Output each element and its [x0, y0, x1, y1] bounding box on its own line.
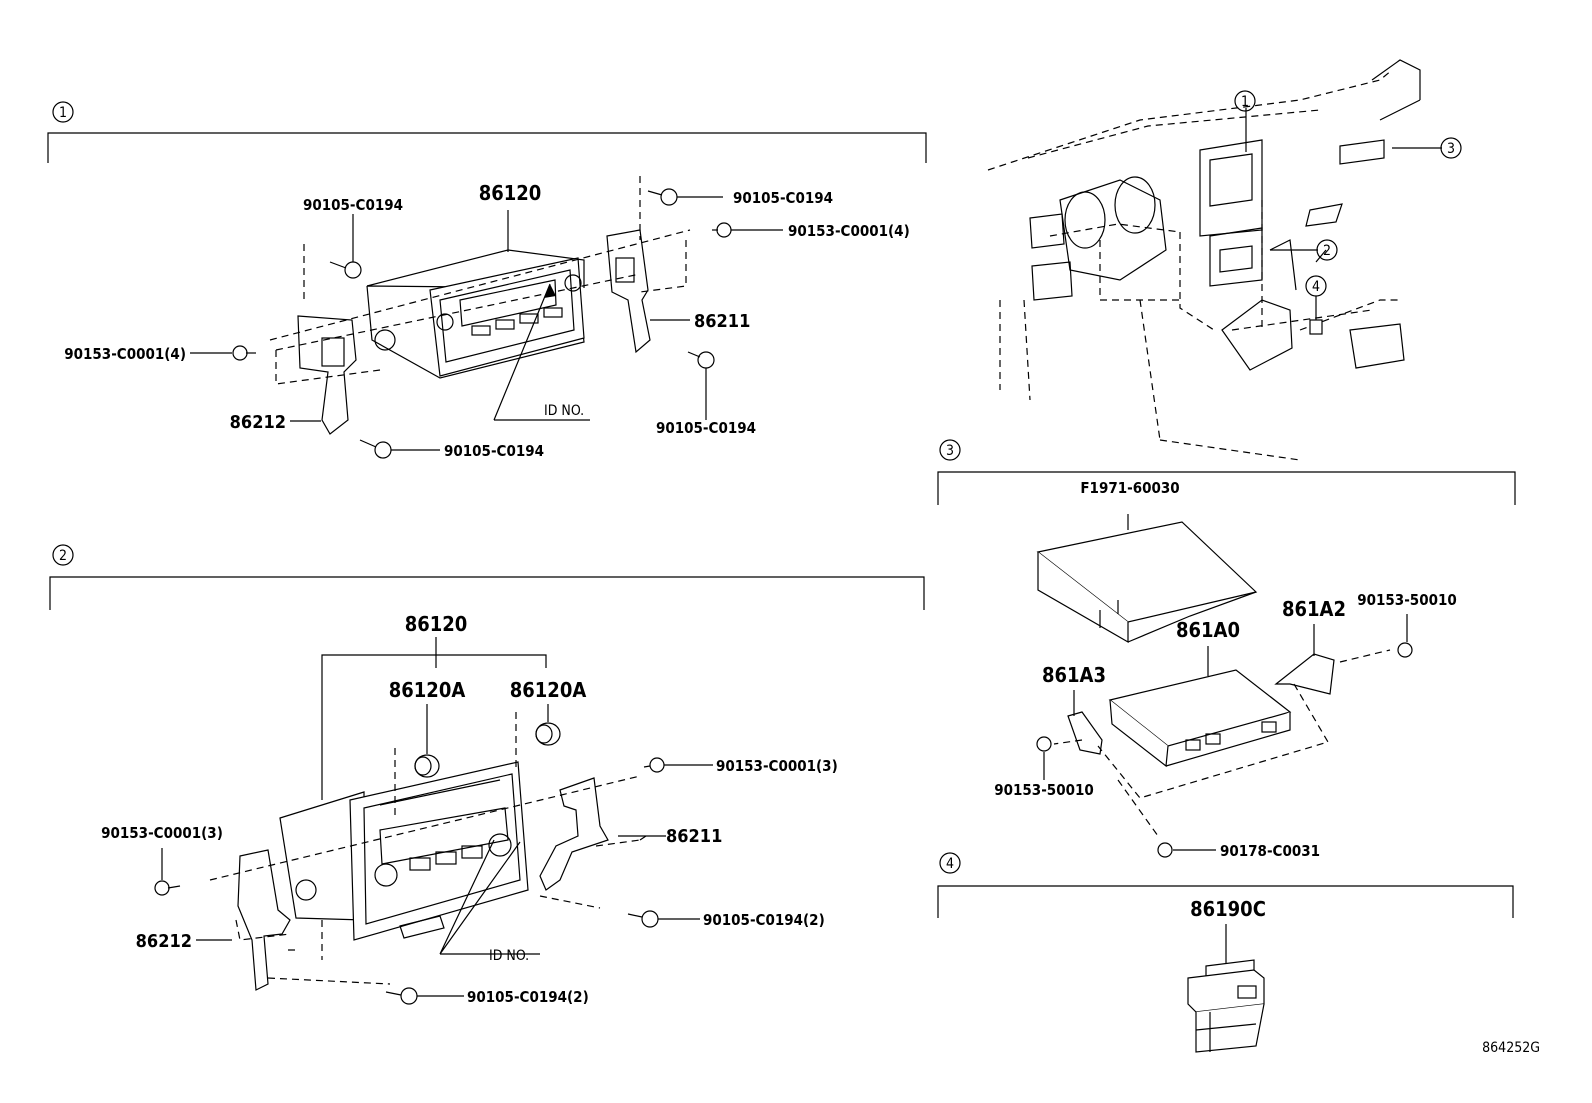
label-radio-1: 86120: [479, 181, 542, 205]
fastener-bolt-top-right-1: [647, 188, 678, 206]
label-nut-left-2: 90153-C0001(3): [101, 824, 223, 842]
section-4-number: 4: [946, 856, 954, 872]
label-cover-3: F1971-60030: [1080, 479, 1179, 497]
section-3-number: 3: [946, 443, 954, 459]
section-4-marker: [939, 852, 961, 874]
radio-unit-1: [366, 249, 585, 379]
label-knob-left-2: 86120A: [389, 678, 466, 702]
overview-callout-2: 2: [1270, 239, 1338, 261]
fastener-bolt-bottom-2: [385, 987, 418, 1005]
section-2-number: 2: [59, 548, 67, 564]
bracket-left-3: [1067, 711, 1103, 755]
label-bolt-top-left-1: 90105-C0194: [303, 196, 403, 214]
label-unit-3: 861A0: [1176, 618, 1240, 642]
svg-text:1: 1: [1241, 94, 1249, 110]
bracket-right-3: [1274, 653, 1335, 695]
svg-text:3: 3: [1447, 141, 1455, 157]
label-knob-right-2: 86120A: [510, 678, 587, 702]
label-nut-right-2: 90153-C0001(3): [716, 757, 838, 775]
label-bolt-bottom-left-1: 90105-C0194: [444, 442, 544, 460]
label-clip-3: 90178-C0031: [1220, 842, 1320, 860]
overview-callout-4: 4: [1305, 275, 1327, 320]
fastener-nut-right-3: [1397, 642, 1413, 658]
label-bracket-left-1: 86212: [230, 412, 286, 433]
section-2: 2: [49, 544, 925, 1006]
overview-callout-3: 3: [1392, 137, 1462, 159]
diagram-code: 864252G: [1482, 1040, 1540, 1056]
label-radio-2: 86120: [405, 612, 468, 636]
label-nut-right-3: 90153-50010: [1357, 591, 1457, 609]
label-bracket-right-2: 86211: [666, 826, 722, 847]
label-bolt-bottom-2: 90105-C0194(2): [467, 988, 589, 1006]
bracket-left-2: [237, 849, 291, 991]
label-nut-right-1: 90153-C0001(4): [788, 222, 910, 240]
fastener-bolt-top-left-1: [329, 261, 362, 279]
fastener-nut-left-3: [1036, 736, 1052, 752]
label-bracket-right-3: 861A2: [1282, 597, 1346, 621]
section-3-marker: [939, 439, 961, 461]
label-bracket-left-2: 86212: [136, 931, 192, 952]
knob-right-2: [535, 722, 561, 746]
svg-text:2: 2: [1323, 243, 1331, 259]
fastener-nut-left-1: [232, 345, 256, 361]
label-bolt-right-2: 90105-C0194(2): [703, 911, 825, 929]
section-3: 3 F1971-60030 861A0: [937, 439, 1516, 860]
id-no-pointer-2: [439, 839, 540, 955]
fastener-bolt-bottom-left-1: [359, 439, 392, 459]
switch-part-4: [1187, 959, 1265, 1053]
radio-unit-2: [279, 761, 529, 941]
label-id-no-1: ID NO.: [544, 403, 584, 419]
group-bracket-2: [321, 637, 547, 800]
overview-callout-1: 1: [1234, 90, 1256, 112]
label-nut-left-1: 90153-C0001(4): [64, 345, 186, 363]
label-bracket-left-3: 861A3: [1042, 663, 1106, 687]
fastener-bolt-bottom-right-1: [687, 351, 715, 369]
fastener-clip-3: [1157, 842, 1173, 858]
label-nut-left-3: 90153-50010: [994, 781, 1094, 799]
section-2-marker: [52, 544, 74, 566]
label-bolt-bottom-right-1: 90105-C0194: [656, 419, 756, 437]
bracket-right-1: [606, 229, 651, 354]
label-bolt-top-right-1: 90105-C0194: [733, 189, 833, 207]
fastener-bolt-right-2: [627, 910, 659, 928]
section-3-bracket: [937, 471, 1516, 505]
fastener-nut-left-2: [154, 880, 181, 896]
fastener-nut-right-1: [712, 222, 732, 238]
section-4-bracket: [937, 885, 1514, 918]
id-no-pointer-1: [493, 283, 590, 421]
control-unit-3: [1108, 669, 1292, 768]
bracket-right-2: [539, 777, 609, 891]
section-2-bracket: [49, 576, 925, 610]
cover-part-3: [1036, 521, 1258, 644]
section-4: 4 86190C: [937, 852, 1514, 1053]
vehicle-dashboard-overview: 1 2 3 4: [987, 59, 1462, 461]
knob-left-2: [414, 754, 440, 778]
bracket-left-1: [297, 315, 357, 435]
svg-text:4: 4: [1312, 279, 1320, 295]
section-1-bracket: [47, 132, 927, 163]
section-1: 1: [47, 101, 927, 460]
section-1-marker: [52, 101, 74, 123]
label-switch-4: 86190C: [1190, 897, 1266, 921]
section-1-number: 1: [59, 105, 67, 121]
label-id-no-2: ID NO.: [489, 948, 529, 964]
label-bracket-right-1: 86211: [694, 311, 750, 332]
fastener-nut-right-2: [643, 757, 665, 773]
